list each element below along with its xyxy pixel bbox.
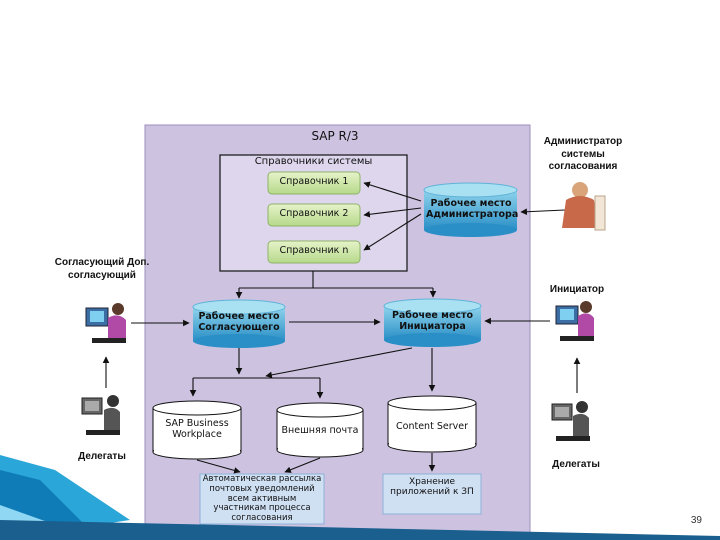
- left-delegate-person-icon: [81, 395, 120, 435]
- directory-item-n[interactable]: Справочник n: [279, 245, 349, 256]
- initiator-workplace[interactable]: Рабочее место Инициатора: [391, 310, 474, 332]
- directory-item-1[interactable]: Справочник 1: [279, 176, 349, 187]
- business-workplace-storage[interactable]: SAP Business Workplace: [165, 418, 229, 440]
- external-mail-storage-shape: [276, 402, 364, 458]
- directory-item-2-shape: [267, 203, 361, 227]
- external-mail-storage[interactable]: Внешняя почта: [281, 425, 359, 436]
- initiator-label: Инициатор: [549, 284, 605, 295]
- page-number: 39: [690, 515, 702, 526]
- business-workplace-storage-shape: [152, 400, 242, 460]
- right-delegates-label: Делегаты: [552, 459, 600, 470]
- approver-workplace[interactable]: Рабочее место Согласующего: [198, 311, 280, 333]
- approver-workplace-shape: [192, 299, 286, 348]
- administrator-label: Администратор системы согласования: [543, 136, 623, 172]
- decorative-swoosh: [0, 455, 720, 540]
- initiator-workplace-shape: [383, 298, 482, 347]
- directory-item-2[interactable]: Справочник 2: [279, 208, 349, 219]
- approver-person-icon: [85, 303, 126, 343]
- directory-item-n-shape: [267, 240, 361, 264]
- attachments-box[interactable]: Хранение приложений к ЗП: [390, 477, 474, 498]
- mailing-box-shape: [199, 473, 325, 525]
- content-server-storage-shape: [387, 395, 477, 453]
- admin-workplace-shape: [423, 182, 518, 237]
- approver-label: Согласующий Доп. согласующий: [54, 257, 150, 281]
- admin-workplace[interactable]: Рабочее место Администратора: [426, 198, 519, 220]
- sap-system-title: SAP R/3: [311, 129, 359, 143]
- right-delegate-person-icon: [551, 401, 590, 441]
- content-server-storage[interactable]: Content Server: [396, 421, 468, 432]
- directories-title: Справочники системы: [254, 156, 373, 167]
- directory-item-1-shape: [267, 171, 361, 195]
- administrator-person-icon: [562, 182, 606, 231]
- attachments-box-shape: [382, 473, 482, 515]
- initiator-person-icon: [555, 301, 594, 341]
- left-delegates-label: Делегаты: [78, 451, 126, 462]
- mailing-box[interactable]: Автоматическая рассылка почтовых уведомл…: [202, 474, 322, 524]
